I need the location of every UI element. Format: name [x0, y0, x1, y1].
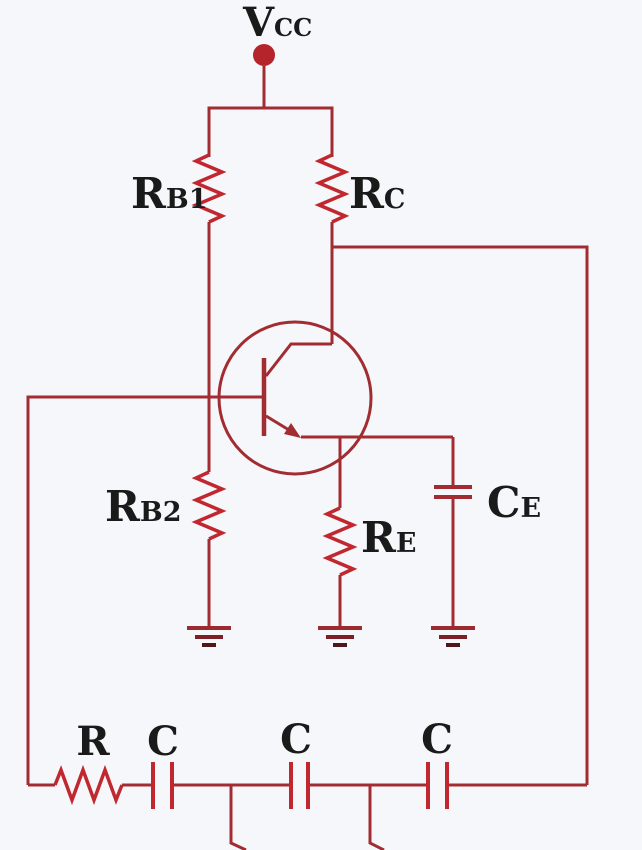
- label-network-c2: C: [280, 716, 312, 763]
- ladder-tap-2: [368, 785, 385, 850]
- label-ce: CE: [487, 478, 541, 527]
- rb1-zigzag: [191, 153, 227, 224]
- ground-symbol-rb2: [187, 626, 231, 647]
- label-vcc: VCC: [242, 0, 312, 46]
- output-feedback-wire: [332, 245, 589, 785]
- ground-symbol-ce: [431, 626, 475, 647]
- vcc-dot: [253, 44, 275, 66]
- label-rb1: RB1: [131, 169, 208, 218]
- resistor-rb2: [191, 470, 227, 626]
- rc-zigzag: [314, 153, 350, 224]
- phase-shift-network: [28, 762, 587, 850]
- transistor-emitter-lead: [265, 414, 290, 432]
- emitter-arrowhead: [284, 423, 301, 438]
- resistor-rb1: [191, 153, 227, 224]
- ground-symbol-re: [318, 626, 362, 647]
- top-bus-wire: [207, 106, 334, 157]
- resistor-re: [322, 437, 358, 626]
- label-network-r: R: [76, 718, 110, 765]
- rb2-zigzag: [191, 470, 227, 541]
- ladder-tap-1: [229, 785, 247, 850]
- label-rb2: RB2: [105, 482, 182, 531]
- label-network-c3: C: [421, 716, 453, 763]
- label-network-c1: C: [147, 718, 179, 765]
- transistor-collector-lead: [264, 342, 332, 377]
- base-feedback-wire: [26, 395, 264, 785]
- capacitor-ce: [434, 437, 472, 626]
- label-rc: RC: [349, 169, 405, 218]
- label-re: RE: [361, 513, 417, 562]
- feedback-resistor-zigzag: [53, 764, 124, 806]
- resistor-rc: [314, 153, 350, 224]
- re-zigzag: [322, 506, 358, 577]
- vcc-terminal: [253, 44, 275, 108]
